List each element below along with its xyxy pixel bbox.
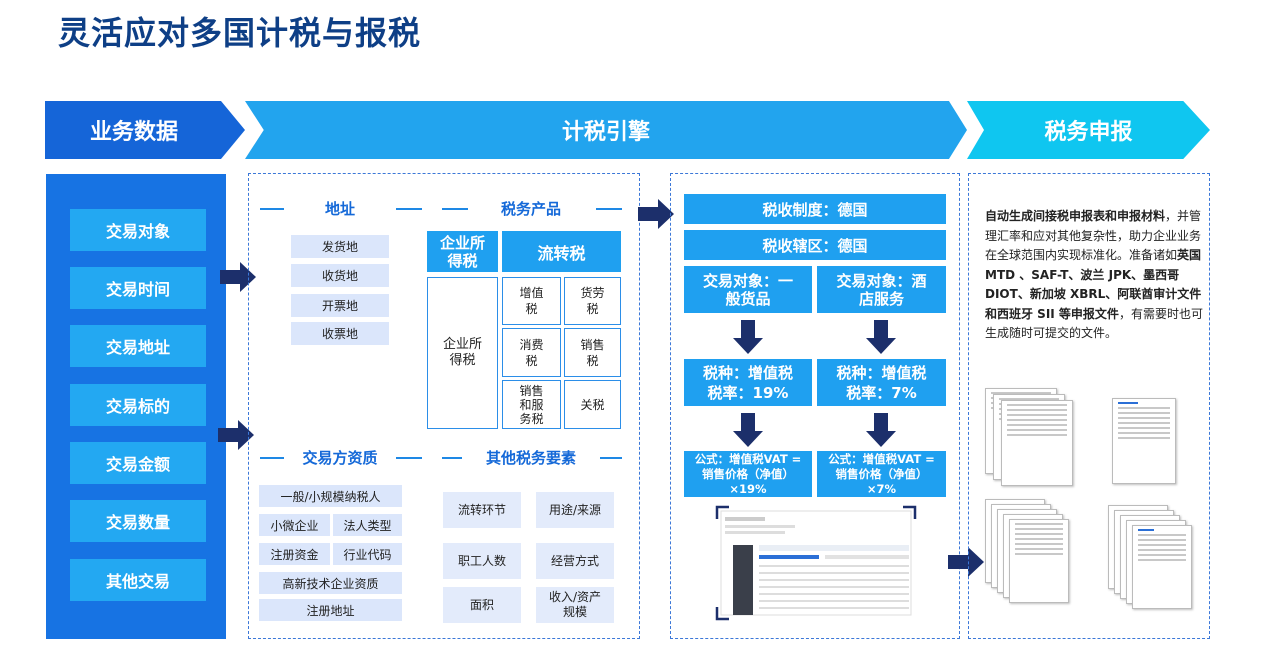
counterparty-item: 小微企业	[259, 514, 330, 536]
arrow-down-icon	[866, 320, 896, 354]
arrow-down-icon	[866, 413, 896, 447]
transaction-item: 交易地址	[70, 325, 206, 367]
turnover-tax-header: 流转税	[502, 231, 621, 272]
other-elements-header: 其他税务要素	[485, 448, 576, 467]
arrow-right-icon	[220, 262, 256, 292]
banner-business-data-label: 业务数据	[89, 120, 178, 145]
corp-income-tax-cell: 企业所得税	[427, 277, 498, 429]
divider	[442, 457, 462, 459]
formula-1: 公式：增值税VAT = 销售价格（净值）×19%	[684, 451, 812, 497]
tax-filing-panel	[968, 173, 1210, 639]
arrow-right-icon	[218, 420, 254, 450]
arrow-down-icon	[733, 320, 763, 354]
tax-engine-panel	[670, 173, 960, 639]
banner-tax-engine-label: 计税引擎	[561, 120, 650, 145]
arrow-down-icon	[733, 413, 763, 447]
tax-rate-label: 税率：19%	[707, 383, 789, 402]
address-header: 地址	[324, 199, 355, 218]
corp-income-tax-header: 企业所得税	[427, 231, 498, 272]
divider	[396, 208, 422, 210]
turnover-tax-item: 货劳税	[564, 277, 621, 325]
filing-document-stack-image	[1108, 505, 1208, 620]
tax-rate-box-1: 税种：增值税 税率：19%	[684, 359, 812, 406]
arrow-right-icon	[638, 199, 674, 229]
transaction-item: 交易标的	[70, 384, 206, 426]
address-item: 收货地	[291, 264, 389, 287]
turnover-tax-item: 增值税	[502, 277, 561, 325]
divider	[260, 457, 284, 459]
transaction-item: 交易金额	[70, 442, 206, 484]
divider	[600, 457, 622, 459]
tax-factors-panel	[248, 173, 640, 639]
counterparty-item: 注册资金	[259, 543, 330, 565]
engine-screenshot-image	[715, 505, 917, 621]
other-element-item: 经营方式	[536, 543, 614, 579]
address-item: 开票地	[291, 294, 389, 317]
filing-description: 自动生成间接税申报表和申报材料，并管理汇率和应对其他复杂性，助力企业业务在全球范…	[985, 207, 1207, 344]
banner-tax-filing-label: 税务申报	[1044, 120, 1133, 145]
banner-tax-filing: 税务申报	[967, 101, 1210, 159]
divider	[260, 208, 284, 210]
counterparty-item: 行业代码	[333, 543, 402, 565]
transaction-item: 交易数量	[70, 500, 206, 542]
filing-text: ，并管理汇率和应对其他复杂性，助力企业业务在全球范围内实现标准化。准备诸如	[985, 209, 1202, 262]
divider	[442, 208, 468, 210]
tax-rate-box-2: 税种：增值税 税率：7%	[817, 359, 946, 406]
counterparty-header: 交易方资质	[302, 448, 378, 467]
tax-jurisdiction: 税收辖区：德国	[684, 230, 946, 260]
filing-document-image	[1112, 398, 1182, 488]
counterparty-item: 一般/小规模纳税人	[259, 485, 402, 507]
other-element-item: 收入/资产规模	[536, 587, 614, 623]
tax-rate-label: 税率：7%	[846, 383, 917, 402]
tax-type-label: 税种：增值税	[702, 363, 793, 382]
counterparty-item: 法人类型	[333, 514, 402, 536]
banner-business-data: 业务数据	[45, 101, 245, 159]
address-item: 发货地	[291, 235, 389, 258]
turnover-tax-item: 销售税	[564, 328, 621, 377]
filing-text-bold: 自动生成间接税申报表和申报材料	[985, 209, 1166, 223]
divider	[396, 457, 422, 459]
turnover-tax-item: 关税	[564, 380, 621, 429]
filing-document-stack-image	[985, 499, 1085, 614]
transaction-item: 交易对象	[70, 209, 206, 251]
other-element-item: 流转环节	[443, 492, 521, 528]
other-element-item: 职工人数	[443, 543, 521, 579]
tax-type-label: 税种：增值税	[836, 363, 927, 382]
filing-document-stack-image	[985, 388, 1077, 488]
other-element-item: 用途/来源	[536, 492, 614, 528]
other-element-item: 面积	[443, 587, 521, 623]
formula-2: 公式：增值税VAT = 销售价格（净值）×7%	[817, 451, 946, 497]
tax-regime: 税收制度：德国	[684, 194, 946, 224]
counterparty-item: 高新技术企业资质	[259, 572, 402, 594]
turnover-tax-item: 销售和服务税	[502, 380, 561, 429]
banner-tax-engine: 计税引擎	[245, 101, 967, 159]
transaction-object-2: 交易对象：酒店服务	[817, 266, 946, 313]
tax-products-header: 税务产品	[500, 199, 561, 218]
transaction-object-1: 交易对象：一般货品	[684, 266, 812, 313]
divider	[596, 208, 622, 210]
filing-text-bold: 英国 MTD 、SAF-T、波兰 JPK、墨西哥 DIOT、新加坡 XBRL、阿…	[985, 248, 1202, 321]
counterparty-item: 注册地址	[259, 599, 402, 621]
page-title: 灵活应对多国计税与报税	[58, 14, 422, 52]
transaction-item: 交易时间	[70, 267, 206, 309]
address-item: 收票地	[291, 322, 389, 345]
filing-text: ，有需要时也可生成随时可提交的文件。	[985, 306, 1203, 341]
arrow-right-icon	[948, 547, 984, 577]
turnover-tax-item: 消费税	[502, 328, 561, 377]
transaction-item: 其他交易	[70, 559, 206, 601]
